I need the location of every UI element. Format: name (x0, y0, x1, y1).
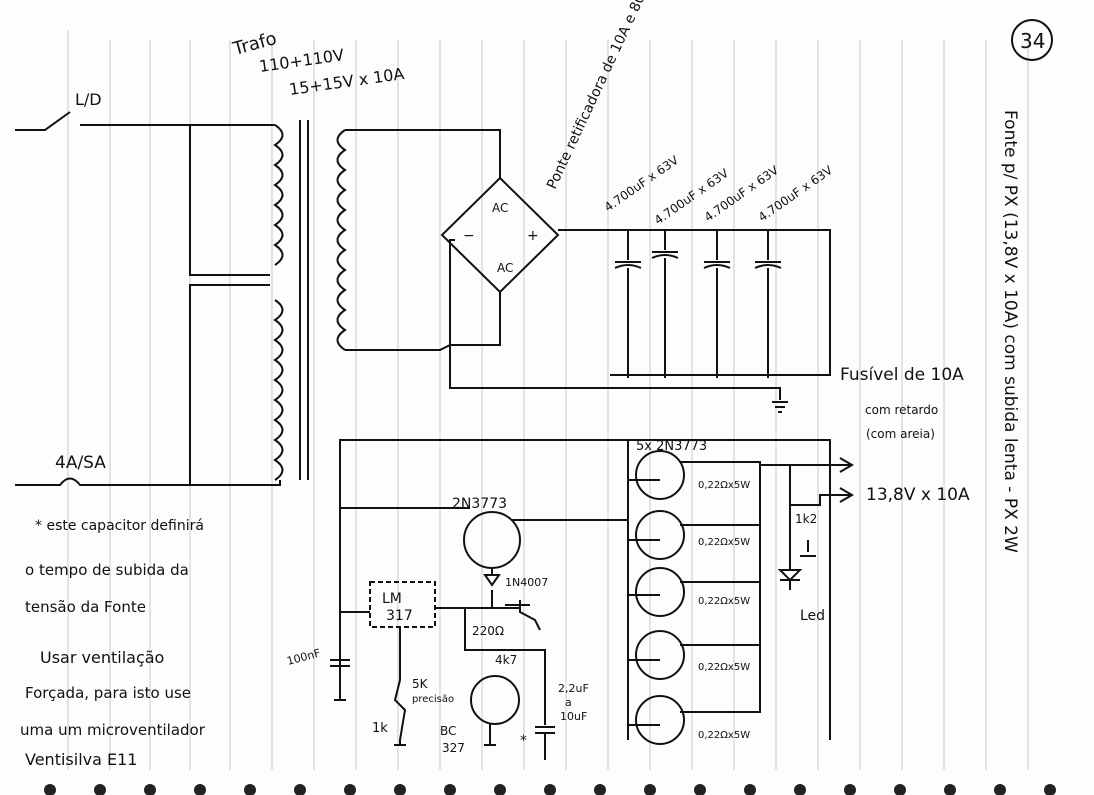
emitter-resistor-3: 0,22Ωx5W (698, 596, 750, 607)
output-fuse-line2: com retardo (865, 403, 938, 417)
emitter-resistor-5: 0,22Ωx5W (698, 730, 750, 741)
note-line-3: tensão da Fonte (25, 598, 146, 616)
trimmer-value: 5K (412, 677, 429, 691)
page-number-circle (1011, 19, 1053, 61)
page-number: 34 (1020, 29, 1045, 53)
driver-transistor-label: 2N3773 (452, 496, 507, 512)
input-fuse-label: 4A/SA (55, 453, 106, 473)
emitter-resistor-2: 0,22Ωx5W (698, 537, 750, 548)
note-line-1: * este capacitor definirá (35, 518, 204, 534)
output-fuse-line1: Fusível de 10A (840, 365, 964, 385)
bc-line2: 327 (442, 741, 465, 755)
pass-transistors (635, 450, 850, 745)
emitter-resistor-4: 0,22Ωx5W (698, 662, 750, 673)
note-line-5: Forçada, para isto use (25, 684, 191, 702)
bridge-plus: + (527, 228, 539, 244)
bridge-minus: − (463, 228, 475, 244)
wires (15, 111, 854, 760)
note-line-4: Usar ventilação (40, 648, 164, 667)
output-fuse-line3: (com areia) (866, 427, 935, 441)
page-title: Fonte p/ PX (13,8V x 10A) com subida len… (1000, 110, 1020, 553)
led-resistor-label: 1k2 (795, 512, 817, 526)
led-label: Led (800, 608, 825, 624)
bridge-ac-1: AC (492, 201, 508, 215)
note-line-6: uma um microventilador (20, 721, 206, 739)
cap-slow-line2: a (565, 696, 572, 709)
note-line-2: o tempo de subida da (25, 561, 189, 579)
switch-label: L/D (75, 90, 102, 109)
bc-line1: BC (440, 724, 456, 738)
pass-transistors-label: 5x 2N3773 (636, 439, 707, 454)
bridge-ac-2: AC (497, 261, 513, 275)
diode-label: 1N4007 (505, 576, 548, 589)
r1k-label: 1k (372, 721, 388, 736)
cap-100n-label: 100nF (285, 646, 321, 667)
spiral-binding (44, 784, 1056, 795)
bridge-note: Ponte retificadora de 10A e 80V de tensã… (544, 0, 708, 192)
r220-label: 220Ω (472, 624, 504, 638)
output-voltage-label: 13,8V x 10A (866, 485, 970, 505)
note-line-7: Ventisilva E11 (25, 750, 137, 769)
r4k7-label: 4k7 (495, 653, 517, 667)
regulator-line1: LM (382, 591, 402, 607)
emitter-resistor-1: 0,22Ωx5W (698, 480, 750, 491)
regulator-line2: 317 (386, 608, 413, 624)
trimmer-note: precisão (412, 694, 454, 705)
notebook-rules (67, 30, 1029, 770)
cap-slow-line3: 10uF (560, 710, 587, 723)
cap-slow-line1: 2,2uF (558, 682, 589, 695)
labels: 34 Trafo 110+110V 15+15V x 10A L/D 4A/SA… (20, 0, 1053, 769)
cap-slow-mark: * (520, 733, 527, 749)
